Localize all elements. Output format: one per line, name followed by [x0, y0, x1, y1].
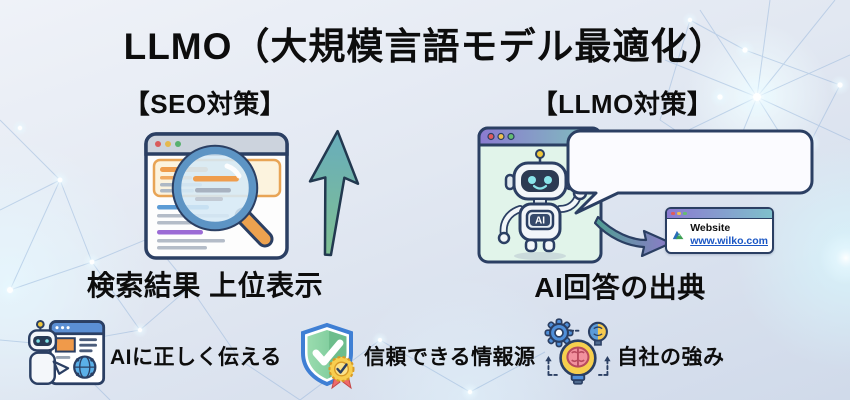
website-logo-icon: [671, 228, 686, 243]
llmo-caption: AI回答の出典: [534, 272, 706, 303]
shield-check-badge-icon: [301, 322, 355, 390]
llmo-section-heading: 【LLMO対策】: [531, 89, 714, 119]
network-globe-icon: [73, 355, 97, 379]
red-dot-icon: [671, 211, 675, 216]
page-title: LLMO（大規模言語モデル最適化）: [123, 26, 727, 67]
browser-top-bar: [144, 132, 289, 156]
robot-webpage-icon: [28, 320, 106, 386]
bottom-item-3-label: 自社の強み: [617, 346, 725, 369]
bottom-item-2-label: 信頼できる情報源: [364, 346, 536, 369]
website-card: Website www.wilko.com: [665, 207, 774, 254]
robot-chest-label: AI: [535, 216, 545, 227]
up-arrow-icon: [308, 129, 360, 257]
seo-section-heading: 【SEO対策】: [123, 89, 287, 119]
robot-antenna: [535, 149, 545, 159]
seo-caption: 検索結果 上位表示: [86, 270, 324, 301]
brain-bulb-icon: [559, 339, 597, 385]
browser-search-magnifier-icon: [144, 132, 289, 260]
robot-face-screen: [521, 170, 559, 192]
speech-bubble: [566, 129, 814, 215]
yellow-dot-icon: [677, 211, 681, 216]
flow-arrow-icon: [594, 215, 673, 257]
result-line-purple: [157, 230, 203, 235]
gear-brain-lightbulb-icon: [544, 318, 611, 385]
cycle-arrows: [545, 356, 611, 376]
magnifying-glass-icon: [171, 144, 274, 248]
gear-icon: [544, 318, 574, 348]
green-dot-icon: [683, 211, 687, 216]
award-ribbon-badge: [328, 356, 355, 390]
website-card-url: www.wilko.com: [690, 235, 768, 248]
bottom-item-1-label: AIに正しく伝える: [110, 346, 282, 369]
website-card-title: Website: [690, 222, 731, 234]
half-bulb-icon: [587, 321, 608, 346]
website-card-top-bar: [667, 209, 772, 219]
